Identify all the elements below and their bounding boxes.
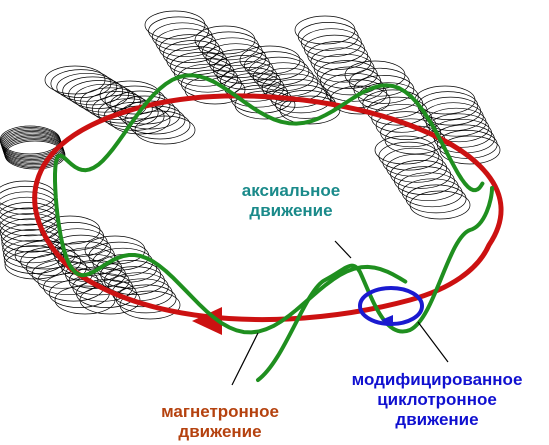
- helix-ellipse: [209, 49, 270, 78]
- helix-ellipse: [310, 47, 372, 77]
- helix-ellipse: [148, 16, 209, 46]
- helix-ellipse: [382, 147, 444, 177]
- helix-ellipse: [50, 69, 112, 98]
- helix-ellipse: [422, 102, 484, 132]
- helix-ellipse: [394, 166, 455, 195]
- helix-ellipse: [144, 10, 206, 40]
- magnetron-label-line1: магнетронное: [161, 402, 279, 421]
- magnetron-label-line2: движение: [178, 422, 262, 441]
- helix-ellipse: [170, 52, 231, 81]
- helix-ellipse: [316, 60, 378, 89]
- helix-ellipse: [4, 140, 66, 170]
- helix-ellipse: [62, 76, 124, 106]
- helix-ellipse: [439, 135, 501, 165]
- helix-ellipse: [56, 72, 118, 102]
- helix-ellipse: [201, 37, 263, 67]
- helix-ellipse: [68, 80, 129, 109]
- helix-ellipse: [409, 190, 471, 220]
- helix-ellipse: [74, 83, 135, 113]
- helix-ellipse: [378, 141, 440, 171]
- helix-ellipse: [390, 160, 451, 189]
- helix-ellipse: [114, 95, 176, 125]
- cyclotron-label-line1: модифицированное: [351, 370, 523, 389]
- cyclotron-direction-arrow: [381, 315, 393, 326]
- magnetron-direction-arrow: [192, 307, 222, 335]
- helix-ellipse: [198, 31, 259, 61]
- helix-ellipse: [109, 90, 171, 120]
- helix-ellipse: [119, 290, 181, 320]
- helix-ellipse: [54, 285, 116, 315]
- helix-ellipse: [386, 153, 448, 183]
- helix-ellipse: [184, 75, 246, 105]
- cyclotron-motion-label: модифицированное циклотронное движение: [326, 370, 548, 430]
- helix-ellipse: [401, 178, 463, 208]
- helix-ellipse: [151, 22, 213, 52]
- cyclotron-label-line3: движение: [395, 410, 479, 429]
- helix-ellipse: [374, 135, 436, 165]
- helix-ellipse: [104, 266, 165, 295]
- magnetron-motion-label: магнетронное движение: [125, 402, 315, 442]
- helix-ellipse: [44, 65, 106, 95]
- helix-ellipse: [329, 85, 391, 115]
- helix-ellipse: [279, 95, 341, 125]
- helix-ellipse: [244, 51, 305, 80]
- axial-oscillation-path: [53, 73, 485, 335]
- axial-oscillation-tail: [256, 186, 494, 382]
- helix-ellipse: [79, 285, 141, 315]
- helix-ellipse: [397, 172, 459, 202]
- helix-ellipse: [212, 55, 274, 84]
- helix-ellipse: [84, 235, 146, 265]
- helix-ellipse: [173, 57, 235, 87]
- helix-ellipse: [261, 73, 323, 103]
- pointer-line-axial: [334, 240, 352, 259]
- helix-ellipse: [159, 34, 220, 63]
- helix-ellipse: [100, 260, 161, 289]
- helix-ellipse: [162, 40, 224, 69]
- helix-ellipse: [301, 28, 362, 58]
- helix-ellipse: [194, 25, 256, 55]
- pointer-line-cyclotron: [417, 321, 449, 363]
- helix-ellipse: [294, 15, 356, 45]
- helix-ellipse: [239, 45, 301, 75]
- helix-ellipse: [91, 94, 153, 124]
- pointer-line-magnetron: [231, 332, 259, 386]
- helix-ellipse: [155, 28, 217, 58]
- helix-ellipse: [134, 115, 196, 145]
- helix-ellipse: [307, 41, 369, 70]
- helix-ellipse: [297, 22, 359, 51]
- helix-ellipse: [320, 66, 381, 96]
- helix-ellipse: [252, 62, 314, 92]
- magnetron-orbit: [32, 93, 504, 323]
- cyclotron-label-line2: циклотронное: [377, 390, 497, 409]
- helix-ellipse: [88, 241, 150, 271]
- helix-ellipse: [248, 56, 310, 86]
- helix-ellipse: [405, 184, 467, 214]
- helix-ellipse: [205, 43, 267, 73]
- helix-ellipses: [0, 10, 501, 320]
- helix-ellipse: [115, 284, 177, 314]
- helix-ellipse: [4, 139, 65, 168]
- axial-motion-label: аксиальное движение: [226, 181, 356, 221]
- helix-ellipse: [428, 113, 490, 143]
- axial-label-line1: аксиальное: [241, 181, 341, 200]
- helix-ellipse: [304, 34, 365, 64]
- helix-ellipse: [313, 53, 375, 83]
- axial-label-line2: движение: [249, 201, 333, 220]
